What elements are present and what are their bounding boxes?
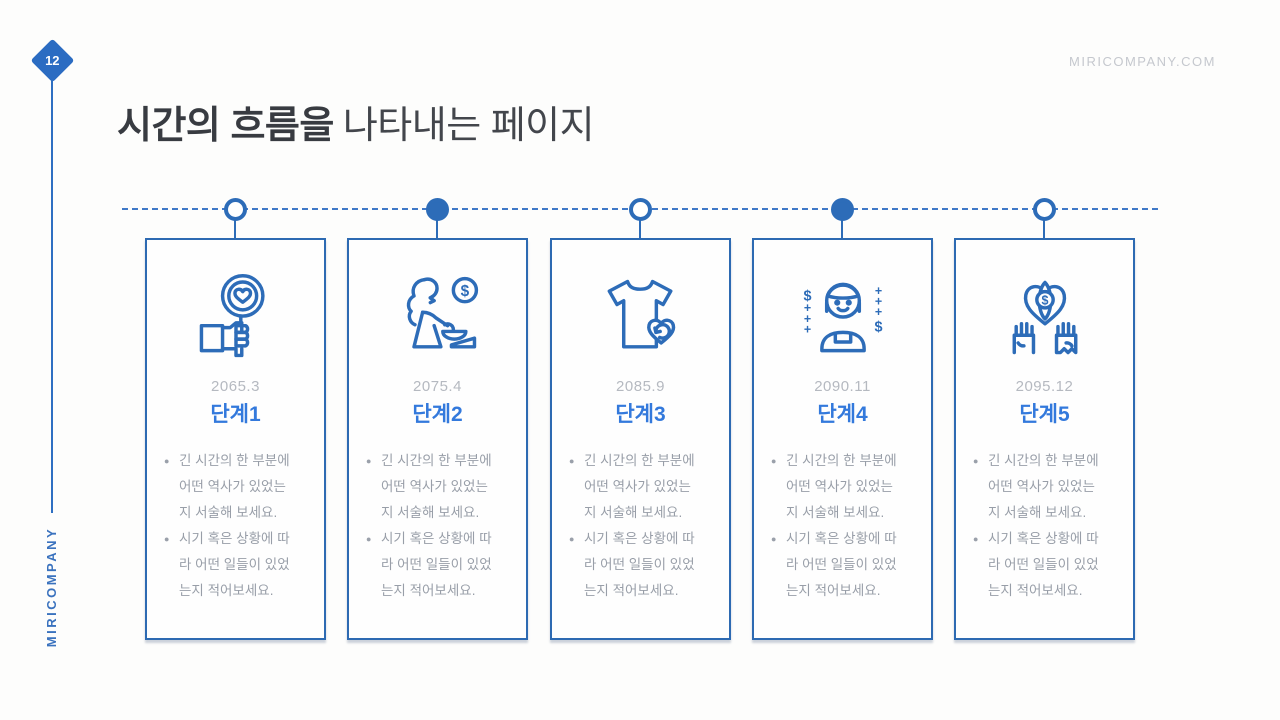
step-bullets: ● 긴 시간의 한 부분에 어떤 역사가 있었는 지 서술해 보세요. ● 시기… — [349, 448, 526, 604]
bullet-item: ● 시기 혹은 상황에 따 라 어떤 일들이 있었 는지 적어보세요. — [366, 526, 512, 604]
brand-vertical-text: MIRICOMPANY — [44, 526, 59, 648]
hands-holding-heart-dollar-icon: $ — [956, 266, 1133, 370]
bullet-dot: ● — [164, 534, 170, 544]
vertical-accent-line — [51, 80, 53, 513]
timeline-card-4: $ + + + + + + $ 2090.11 단계4 ● 긴 시간의 한 부분… — [752, 238, 933, 640]
svg-text:+: + — [803, 322, 810, 336]
step-bullets: ● 긴 시간의 한 부분에 어떤 역사가 있었는 지 서술해 보세요. ● 시기… — [552, 448, 729, 604]
person-earning-money-icon: $ + + + + + + $ — [754, 266, 931, 370]
step-date: 2085.9 — [616, 378, 665, 395]
step-bullets: ● 긴 시간의 한 부분에 어떤 역사가 있었는 지 서술해 보세요. ● 시기… — [147, 448, 324, 604]
timeline-connector — [639, 212, 641, 238]
timeline-connector — [1043, 212, 1045, 238]
bullet-item: ● 긴 시간의 한 부분에 어떤 역사가 있었는 지 서술해 보세요. — [771, 448, 917, 526]
step-date: 2065.3 — [211, 378, 260, 395]
step-bullets: ● 긴 시간의 한 부분에 어떤 역사가 있었는 지 서술해 보세요. ● 시기… — [956, 448, 1133, 604]
step-date: 2090.11 — [814, 378, 871, 395]
site-url: MIRICOMPANY.COM — [1069, 54, 1216, 69]
svg-text:+: + — [874, 284, 881, 298]
bullet-dot: ● — [771, 456, 777, 466]
bullet-item: ● 시기 혹은 상황에 따 라 어떤 일들이 있었 는지 적어보세요. — [973, 526, 1119, 604]
bullet-dot: ● — [569, 456, 575, 466]
svg-text:+: + — [803, 312, 810, 326]
timeline-node-2 — [426, 198, 449, 221]
timeline-node-3 — [629, 198, 652, 221]
bullet-item: ● 시기 혹은 상황에 따 라 어떤 일들이 있었 는지 적어보세요. — [771, 526, 917, 604]
timeline-card-1: 2065.3 단계1 ● 긴 시간의 한 부분에 어떤 역사가 있었는 지 서술… — [145, 238, 326, 640]
step-title: 단계5 — [1019, 403, 1070, 426]
step-title: 단계3 — [615, 403, 666, 426]
timeline-connector — [841, 212, 843, 238]
timeline-connector — [436, 212, 438, 238]
bullet-dot: ● — [366, 534, 372, 544]
svg-text:$: $ — [803, 289, 811, 305]
svg-text:$: $ — [460, 283, 469, 300]
timeline-card-2: $ 2075.4 단계2 ● 긴 시간의 한 부분에 어떤 역사가 있었는 지 … — [347, 238, 528, 640]
bullet-item: ● 시기 혹은 상황에 따 라 어떤 일들이 있었 는지 적어보세요. — [569, 526, 715, 604]
step-title: 단계2 — [412, 403, 463, 426]
bullet-item: ● 긴 시간의 한 부분에 어떤 역사가 있었는 지 서술해 보세요. — [569, 448, 715, 526]
timeline-node-5 — [1033, 198, 1056, 221]
tshirt-heart-recycle-icon — [552, 266, 729, 370]
magnifier-heart-hand-icon — [147, 266, 324, 370]
bullet-item: ● 긴 시간의 한 부분에 어떤 역사가 있었는 지 서술해 보세요. — [164, 448, 310, 526]
bullet-item: ● 긴 시간의 한 부분에 어떤 역사가 있었는 지 서술해 보세요. — [366, 448, 512, 526]
timeline-card-3: 2085.9 단계3 ● 긴 시간의 한 부분에 어떤 역사가 있었는 지 서술… — [550, 238, 731, 640]
step-title: 단계4 — [817, 403, 868, 426]
timeline-node-1 — [224, 198, 247, 221]
svg-text:+: + — [803, 301, 810, 315]
bullet-dot: ● — [569, 534, 575, 544]
timeline-node-4 — [831, 198, 854, 221]
step-date: 2075.4 — [413, 378, 462, 395]
step-title: 단계1 — [210, 403, 261, 426]
page-title-regular: 나타내는 페이지 — [342, 105, 595, 147]
bullet-item: ● 긴 시간의 한 부분에 어떤 역사가 있었는 지 서술해 보세요. — [973, 448, 1119, 526]
bullet-dot: ● — [973, 456, 979, 466]
bullet-dot: ● — [973, 534, 979, 544]
timeline-connector — [234, 212, 236, 238]
svg-text:+: + — [874, 295, 881, 309]
bullet-dot: ● — [164, 456, 170, 466]
step-date: 2095.12 — [1015, 378, 1074, 395]
page-number: 12 — [45, 53, 60, 68]
page-number-badge: 12 — [30, 38, 75, 83]
page-title-bold: 시간의 흐름을 — [117, 105, 334, 147]
svg-text:+: + — [874, 305, 881, 319]
bullet-dot: ● — [771, 534, 777, 544]
bullet-dot: ● — [366, 456, 372, 466]
woman-serving-money-icon: $ — [349, 266, 526, 370]
svg-text:$: $ — [1041, 294, 1048, 308]
bullet-item: ● 시기 혹은 상황에 따 라 어떤 일들이 있었 는지 적어보세요. — [164, 526, 310, 604]
step-bullets: ● 긴 시간의 한 부분에 어떤 역사가 있었는 지 서술해 보세요. ● 시기… — [754, 448, 931, 604]
timeline-card-5: $ 2095.12 단계5 ● 긴 시간의 한 부분에 어떤 역사가 있었는 지… — [954, 238, 1135, 640]
svg-text:$: $ — [874, 319, 882, 335]
